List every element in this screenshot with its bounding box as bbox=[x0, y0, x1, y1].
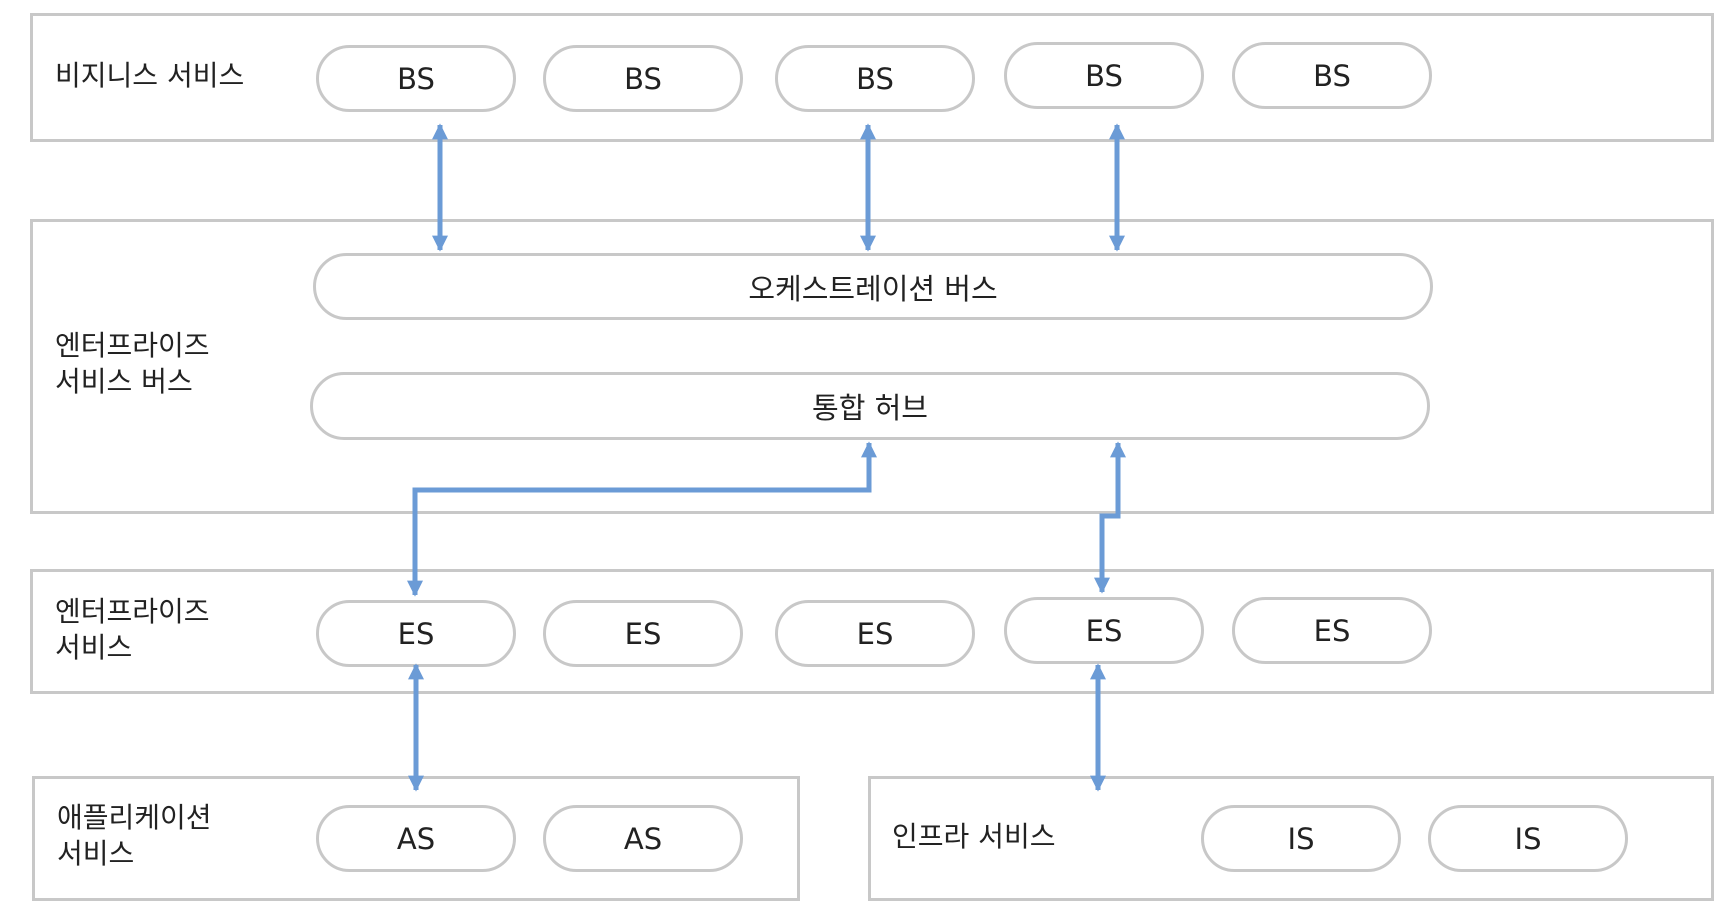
enterprise-service-bus-label: 엔터프라이즈 서비스 버스 bbox=[55, 329, 210, 398]
es-node-3: ES bbox=[775, 600, 975, 667]
is-node-1: IS bbox=[1201, 805, 1401, 872]
bs-node-1: BS bbox=[316, 45, 516, 112]
orchestration-bus: 오케스트레이션 버스 bbox=[313, 253, 1433, 320]
bs-node-3: BS bbox=[775, 45, 975, 112]
bs-node-5: BS bbox=[1232, 42, 1432, 109]
es1-hub-arrow bbox=[406, 441, 878, 597]
bs-node-4: BS bbox=[1004, 42, 1204, 109]
es4-hub-arrow bbox=[1093, 441, 1127, 594]
infra-services-label: 인프라 서비스 bbox=[892, 820, 1056, 853]
enterprise-services-label: 엔터프라이즈 서비스 bbox=[55, 595, 210, 664]
as-node-2: AS bbox=[543, 805, 743, 872]
es-node-4: ES bbox=[1004, 597, 1204, 664]
es-node-1: ES bbox=[316, 600, 516, 667]
business-services-label: 비지니스 서비스 bbox=[55, 59, 245, 92]
bs-node-2: BS bbox=[543, 45, 743, 112]
es-node-5: ES bbox=[1232, 597, 1432, 664]
is-node-2: IS bbox=[1428, 805, 1628, 872]
es-node-2: ES bbox=[543, 600, 743, 667]
application-services-label: 애플리케이션 서비스 bbox=[57, 801, 212, 870]
integration-hub: 통합 허브 bbox=[310, 372, 1430, 440]
as-node-1: AS bbox=[316, 805, 516, 872]
